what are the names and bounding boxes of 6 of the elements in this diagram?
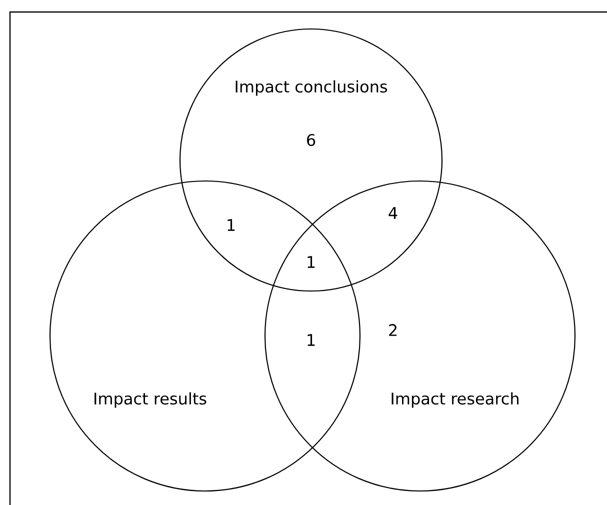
count-label: 6 (307, 134, 316, 146)
count-label: 1 (228, 219, 235, 231)
count-label: 2 (389, 324, 396, 336)
count-label: 4 (388, 207, 398, 219)
count-label: 1 (308, 256, 315, 268)
count-label: 1 (308, 334, 315, 346)
